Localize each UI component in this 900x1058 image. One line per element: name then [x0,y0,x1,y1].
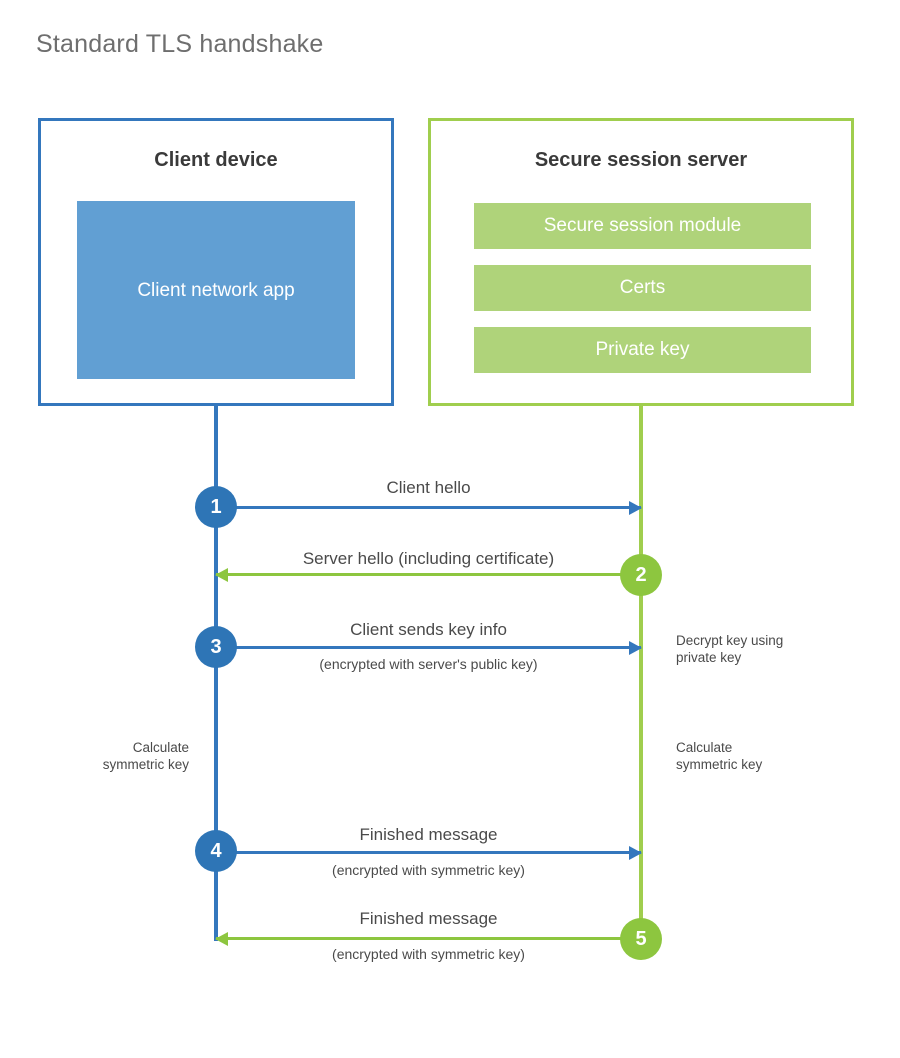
step-3-circle[interactable]: 3 [195,626,237,668]
secure-session-server-box: Secure session server Secure session mod… [428,118,854,406]
step-2-label: Server hello (including certificate) [302,549,555,568]
client-device-box: Client device Client network app [38,118,394,406]
client-device-title: Client device [154,149,278,171]
client-lifeline [214,405,218,941]
server-lifeline [639,405,643,941]
page-title: Standard TLS handshake [36,30,324,58]
arrowhead-left-icon [215,931,228,946]
note-decrypt-key-using-private-key: Decrypt key using private key [676,633,784,665]
server-component-private-key: Private key [474,327,811,373]
step-3-label: Client sends key info [350,620,507,639]
arrowhead-right-icon [629,500,642,515]
step-5-sublabel: (encrypted with symmetric key) [332,946,525,962]
step-5-arrow [215,931,641,946]
server-component-certs: Certs [474,265,811,311]
step-1-arrow [216,500,642,515]
step-4-circle[interactable]: 4 [195,830,237,872]
step-3-sublabel: (encrypted with server's public key) [319,656,538,672]
note-client-calculate-symmetric-key: Calculate symmetric key [102,740,189,772]
step-1-circle[interactable]: 1 [195,486,237,528]
client-network-app-block: Client network app [77,201,355,379]
arrowhead-right-icon [629,640,642,655]
secure-session-server-title: Secure session server [534,149,748,171]
arrowhead-right-icon [629,845,642,860]
step-1-label: Client hello [386,478,471,497]
step-5-label: Finished message [359,909,498,928]
step-2-arrow [215,567,641,582]
step-3-arrow [216,640,642,655]
step-2-circle[interactable]: 2 [620,554,662,596]
step-4-label: Finished message [359,825,498,844]
step-4-sublabel: (encrypted with symmetric key) [332,862,525,878]
server-component-secure-session-module: Secure session module [474,203,811,249]
arrowhead-left-icon [215,567,228,582]
step-5-circle[interactable]: 5 [620,918,662,960]
note-server-calculate-symmetric-key: Calculate symmetric key [676,740,763,772]
step-4-arrow [216,845,642,860]
